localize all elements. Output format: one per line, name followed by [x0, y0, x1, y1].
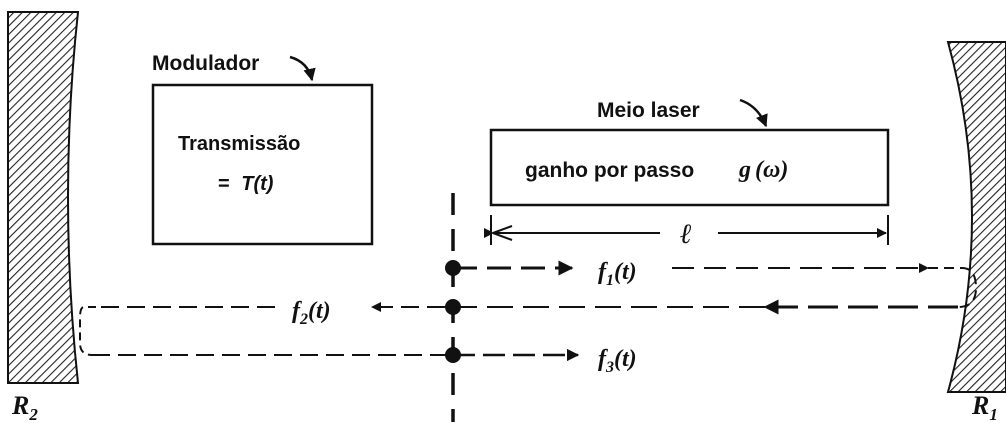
junction-dot-f3 [445, 347, 461, 363]
length-arrow-left-head [492, 225, 513, 241]
modulator-pointer-arrow [289, 55, 316, 82]
laser-gain-label: ganho por passo [525, 159, 694, 182]
junction-dot-f1 [445, 260, 461, 276]
laser-medium-box [489, 128, 890, 207]
laser-pointer-arrow [739, 98, 768, 128]
modulator-line1: Transmissão [178, 133, 300, 155]
beam-left-return-loop [79, 306, 96, 356]
laser-title: Meio laser [597, 99, 700, 122]
left-mirror [7, 11, 80, 384]
junction-dot-f2 [445, 299, 461, 315]
modulator-line2: = T(t) [218, 173, 274, 195]
left-mirror-label: R2 [11, 391, 38, 423]
laser-gain-function: g(ω) [738, 157, 788, 183]
beam-f3-label: f3(t) [598, 346, 637, 376]
modulator-title: Modulador [152, 52, 259, 75]
laser-length-label: ℓ [679, 219, 692, 250]
right-mirror-label: R1 [971, 391, 998, 423]
beam-right-return-loop [928, 267, 978, 308]
modulator-box [151, 83, 374, 246]
beam-f2-label: f2(t) [292, 298, 331, 328]
modulator-func: T(t) [241, 173, 274, 195]
beam-f1-label: f1(t) [598, 259, 637, 289]
right-mirror [946, 41, 1006, 393]
